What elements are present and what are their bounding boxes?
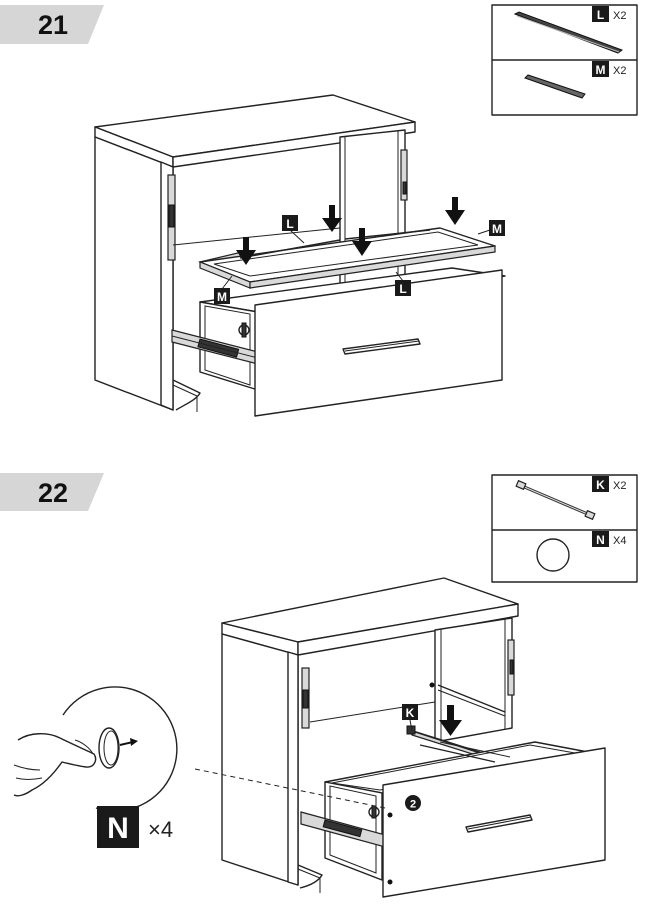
svg-text:K: K — [406, 706, 415, 720]
part-k-badge — [592, 476, 609, 492]
svg-text:L: L — [399, 282, 406, 296]
svg-text:M: M — [492, 222, 502, 236]
callout-k: K — [402, 704, 418, 732]
callout-l-top: L — [282, 215, 305, 244]
finger-icon — [13, 733, 97, 797]
step-21: 21 L X2 M X2 — [0, 4, 638, 417]
part-m-badge — [592, 61, 609, 77]
callout-l-bottom: L — [395, 271, 411, 296]
step-22-number: 22 — [38, 478, 68, 508]
part-m-letter: M — [596, 63, 606, 77]
part-m-qty: X2 — [613, 65, 626, 77]
part-k-qty: X2 — [613, 480, 626, 492]
down-arrow-icon — [445, 197, 465, 225]
svg-text:L: L — [286, 217, 293, 231]
svg-text:2: 2 — [410, 799, 416, 811]
cabinet-22: 2 K — [194, 577, 606, 898]
svg-text:N: N — [107, 812, 129, 845]
short-rail-icon — [524, 74, 586, 99]
drawer-number-badge: 2 — [405, 795, 421, 811]
part-n-letter: N — [596, 533, 605, 547]
bumper-pad-icon — [98, 727, 120, 769]
hanging-rod-icon — [515, 479, 596, 521]
part-n-badge — [592, 531, 609, 547]
step-22: 22 K X2 N X4 — [0, 473, 638, 898]
step-21-parts-box: L X2 M X2 — [491, 4, 638, 116]
step-21-banner — [0, 5, 104, 44]
long-rail-icon — [513, 11, 624, 54]
detail-magnifier — [13, 686, 178, 812]
part-l-letter: L — [597, 8, 604, 22]
hanging-rail-frame-21 — [198, 227, 496, 289]
part-k-letter: K — [596, 478, 605, 492]
down-arrow-icon — [322, 205, 342, 232]
step-22-banner — [0, 473, 104, 511]
part-l-badge — [592, 6, 609, 22]
down-arrow-icon — [236, 237, 256, 265]
part-n-qty: X4 — [613, 535, 626, 547]
down-arrow-icon — [352, 228, 372, 256]
step-22-parts-box: K X2 N X4 — [491, 474, 638, 583]
part-l-qty: X2 — [613, 10, 626, 22]
cabinet-21: L M M L — [94, 94, 506, 417]
callout-n-qty: N ×4 — [97, 806, 173, 848]
step-21-number: 21 — [38, 10, 68, 40]
bumper-pad-icon — [536, 538, 570, 572]
svg-text:M: M — [217, 290, 227, 304]
callout-m-right: M — [477, 220, 505, 236]
n-qty-text: ×4 — [148, 817, 173, 842]
down-arrow-icon — [439, 705, 462, 736]
callout-m-left: M — [214, 275, 233, 304]
